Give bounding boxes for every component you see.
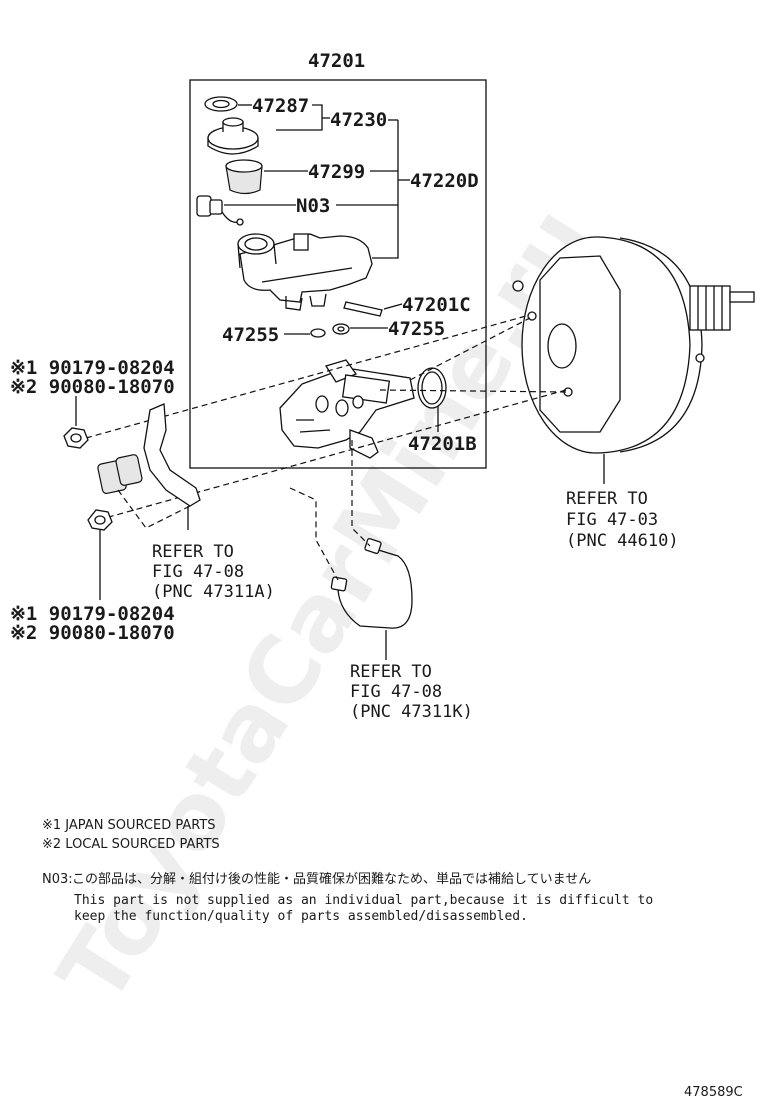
label-47230: 47230 [330,109,387,131]
label-47255-right: 47255 [388,318,445,340]
ref-booster-line3: (PNC 44610) [566,531,679,551]
gasket-ring-part [204,96,238,112]
nut-bottom-part [87,509,113,531]
label-47201B: 47201B [408,433,477,455]
pin-part [343,301,383,317]
note-label: N03: [42,872,73,887]
rubber-mount-part [97,454,143,495]
ref-bracket-line3: (PNC 47311A) [152,582,275,602]
brake-booster-part [512,236,755,454]
ref-bracket-line2: FIG 47-08 [152,562,244,582]
nut-bottom-line2: ※2 90080-18070 [10,622,175,644]
label-47220D: 47220D [410,170,479,192]
cap-part [207,117,259,155]
label-47201: 47201 [308,50,365,72]
mounting-bracket-part [143,403,201,507]
note-english-1: This part is not supplied as an individu… [74,893,653,908]
ref-tube-line2: FIG 47-08 [350,682,442,702]
label-47287: 47287 [252,95,309,117]
legend-local: ※2 LOCAL SOURCED PARTS [42,837,220,852]
nut-top-line2: ※2 90080-18070 [10,376,175,398]
label-47201C: 47201C [402,294,471,316]
ref-tube-line3: (PNC 47311K) [350,702,473,722]
assembly-frame [189,79,487,469]
grommet-right-part [332,323,350,335]
note-japanese: この部品は、分解・組付け後の性能・品質確保が困難なため、単品では補給していません [72,871,591,887]
o-ring-part [417,367,447,409]
label-47299: 47299 [308,161,365,183]
nut-top-line1: ※1 90179-08204 [10,357,175,379]
note-english-2: keep the function/quality of parts assem… [74,909,528,924]
label-N03: N03 [296,195,330,217]
ref-booster-line1: REFER TO [566,489,648,509]
legend-japan: ※1 JAPAN SOURCED PARTS [42,818,216,833]
ref-bracket-line1: REFER TO [152,542,234,562]
grommet-left-part [310,328,326,338]
reservoir-part [237,233,373,311]
nut-top-part [63,427,89,449]
nut-bottom-line1: ※1 90179-08204 [10,603,175,625]
level-sensor-part [196,195,244,226]
figure-id: 478589C [684,1085,743,1100]
ref-booster-line2: FIG 47-03 [566,510,658,530]
ref-tube-line1: REFER TO [350,662,432,682]
brake-tube-part [330,538,413,629]
label-47255-left: 47255 [222,324,279,346]
strainer-part [225,159,263,195]
